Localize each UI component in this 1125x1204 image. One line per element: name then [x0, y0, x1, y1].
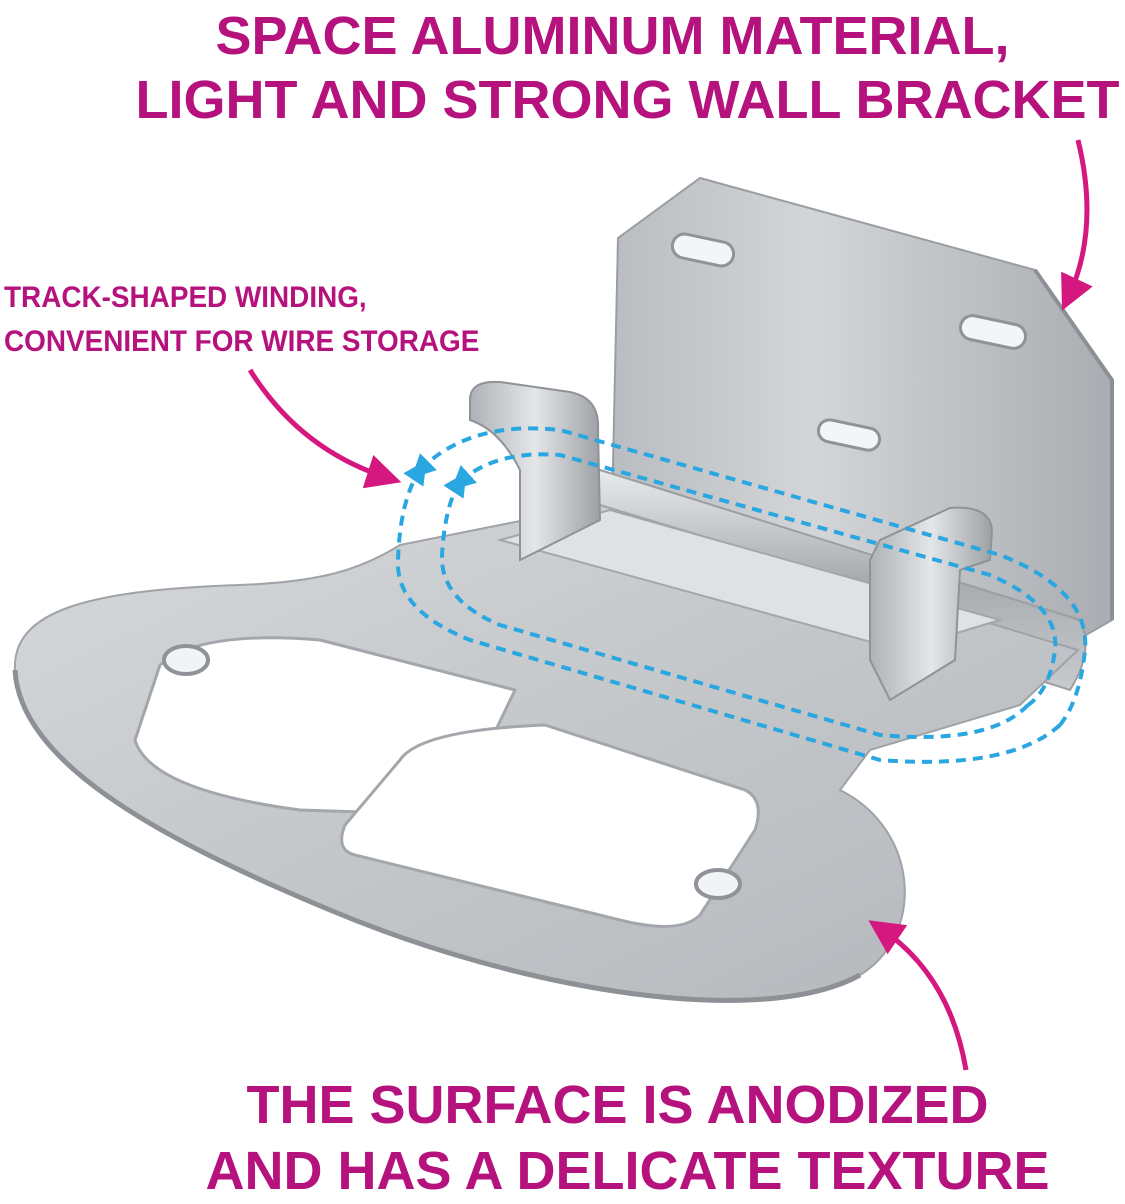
screw-hole-right: [694, 868, 742, 900]
hook-right: [869, 506, 994, 702]
mounting-slot-3: [816, 418, 882, 452]
wire-track-arrows: [395, 426, 1088, 764]
track-arrow-inner: [439, 452, 1058, 739]
caption-winding-line1: TRACK-SHAPED WINDING,: [4, 281, 367, 314]
caption-material-line1: SPACE ALUMINUM MATERIAL,: [215, 6, 1010, 66]
hook-left: [469, 380, 602, 562]
track-arrow-outer: [395, 426, 1088, 764]
pointer-arrow-top: [1061, 139, 1093, 311]
mounting-slot-2: [958, 314, 1028, 350]
caption-winding: TRACK-SHAPED WINDING, CONVENIENT FOR WIR…: [4, 276, 479, 364]
caption-material-line2: LIGHT AND STRONG WALL BRACKET: [135, 70, 1120, 130]
screw-hole-left: [162, 644, 210, 676]
caption-surface-line2: AND HAS A DELICATE TEXTURE: [205, 1141, 1050, 1201]
pointer-arrow-left: [247, 368, 402, 489]
caption-material: SPACE ALUMINUM MATERIAL, LIGHT AND STRON…: [0, 4, 1125, 132]
caption-winding-line2: CONVENIENT FOR WIRE STORAGE: [4, 325, 480, 358]
pointer-arrow-bottom: [868, 920, 969, 1071]
caption-surface: THE SURFACE IS ANODIZED AND HAS A DELICA…: [0, 1072, 1125, 1204]
mounting-slot-1: [670, 232, 736, 268]
cutout-right: [340, 723, 760, 928]
caption-surface-line1: THE SURFACE IS ANODIZED: [246, 1075, 989, 1135]
